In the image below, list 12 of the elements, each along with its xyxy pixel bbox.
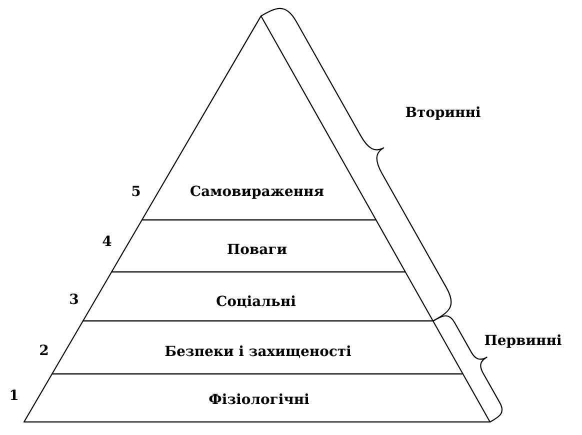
pyramid-level: Поваги bbox=[111, 219, 406, 273]
brace-label: Вторинні bbox=[406, 106, 480, 120]
level-number: 5 bbox=[132, 186, 140, 196]
level-number: 2 bbox=[40, 344, 48, 355]
pyramid-level: Соціальні bbox=[82, 271, 434, 322]
level-number: 1 bbox=[10, 390, 18, 400]
pyramid-level: Безпеки і захищеності bbox=[51, 320, 464, 375]
pyramid-top-level: Самовираження bbox=[141, 15, 377, 221]
level-number: 3 bbox=[70, 294, 78, 304]
pyramid-level: Фізіологічні bbox=[23, 373, 491, 423]
level-number: 4 bbox=[102, 236, 112, 246]
brace-label: Первинні bbox=[484, 334, 562, 348]
